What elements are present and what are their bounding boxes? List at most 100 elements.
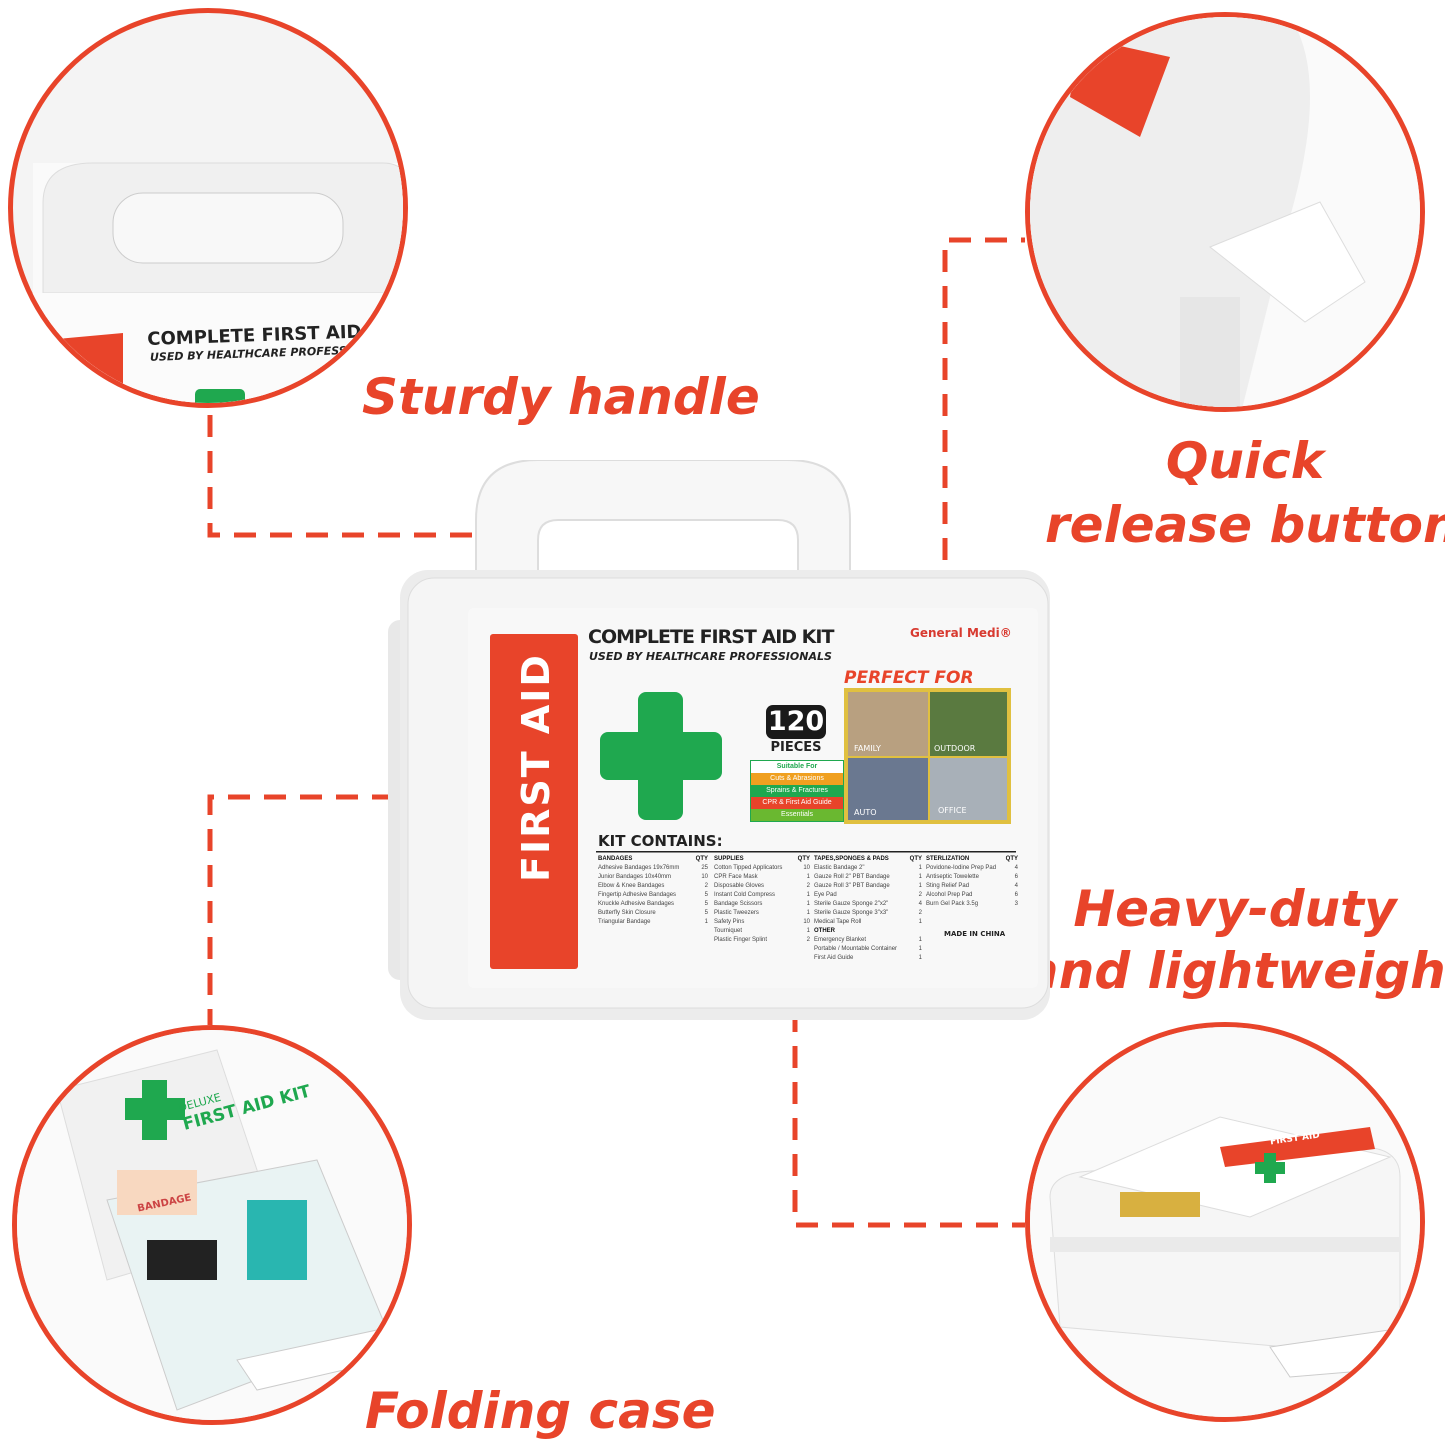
contents-item-qty: 2: [704, 883, 708, 889]
contents-item-name: Instant Cold Compress: [714, 892, 776, 898]
contents-item-qty: 1: [806, 910, 810, 916]
contents-item-qty: 2: [806, 883, 810, 889]
contents-item-name: Junior Bandages 10x40mm: [598, 874, 672, 880]
contents-row: Disposable Gloves 2: [714, 882, 810, 891]
contents-row: Adhesive Bandages 19x76mm 25: [598, 864, 708, 873]
contents-item-name: Sting Relief Pad: [926, 883, 970, 889]
contents-item-qty: 1: [918, 874, 922, 880]
contents-item-name: Gauze Roll 2" PBT Bandage: [814, 874, 890, 880]
contents-item-qty: 1: [918, 883, 922, 889]
contents-item-name: TAPES,SPONGES & PADS: [814, 856, 889, 862]
contents-item-name: Butterfly Skin Closure: [598, 910, 656, 916]
contents-item-qty: 2: [806, 937, 810, 943]
contents-item-name: Disposable Gloves: [714, 883, 765, 889]
caption-sturdy-handle: Sturdy handle: [362, 368, 760, 426]
suitable-heading: Suitable For: [776, 763, 818, 770]
contents-item-name: Adhesive Bandages 19x76mm: [598, 865, 680, 871]
contents-row: Sting Relief Pad 4: [926, 882, 1018, 891]
contents-item-name: Elastic Bandage 2": [814, 865, 865, 871]
kit-title: COMPLETE FIRST AID KIT: [588, 626, 834, 648]
contents-item-qty: 1: [918, 946, 922, 952]
contents-item-name: BANDAGES: [598, 856, 633, 862]
contents-column: TAPES,SPONGES & PADS QTY Elastic Bandage 2…: [814, 855, 922, 963]
contents-item-qty: 1: [918, 919, 922, 925]
contents-item-name: Safety Pins: [714, 919, 745, 925]
contents-item-name: Cotton Tipped Applicators: [714, 865, 783, 871]
contents-item-qty: 5: [704, 910, 708, 916]
photo-label-office: OFFICE: [938, 806, 967, 815]
contents-item-qty: QTY: [797, 856, 810, 862]
contents-row: Eye Pad 2: [814, 891, 922, 900]
contents-item-qty: 1: [806, 901, 810, 907]
contents-item-qty: 1: [806, 928, 810, 934]
contents-item-qty: 2: [918, 892, 922, 898]
contents-item-name: Burn Gel Pack 3.5g: [926, 901, 979, 907]
contents-item-name: Knuckle Adhesive Bandages: [598, 901, 675, 907]
contents-row: OTHER: [814, 927, 922, 936]
caption-heavy-2: and lightweight: [1025, 942, 1445, 1000]
contents-row: Gauze Roll 3" PBT Bandage 1: [814, 882, 922, 891]
contents-item-qty: 1: [918, 865, 922, 871]
made-in: MADE IN CHINA: [944, 930, 1006, 938]
side-label-first-aid: FIRST AID: [514, 653, 558, 882]
contents-item-qty: QTY: [909, 856, 922, 862]
contents-item-name: Fingertip Adhesive Bandages: [598, 892, 677, 898]
contents-item-name: SUPPLIES: [714, 856, 744, 862]
handle-closeup: COMPLETE FIRST AID KIT USED BY HEALTHCAR…: [8, 8, 408, 408]
contents-item-name: Portable / Mountable Container: [814, 946, 898, 952]
photo-label-outdoor: OUTDOOR: [934, 744, 976, 753]
contents-item-name: Tourniquet: [714, 928, 743, 934]
contents-row: Elastic Bandage 2" 1: [814, 864, 922, 873]
contents-row: Gauze Roll 2" PBT Bandage 1: [814, 873, 922, 882]
connector-folding: [207, 794, 430, 1025]
suitable-item: CPR & First Aid Guide: [751, 797, 843, 809]
contents-row: TAPES,SPONGES & PADS QTY: [814, 855, 922, 864]
kit-subtitle: USED BY HEALTHCARE PROFESSIONALS: [589, 650, 832, 663]
contents-item-name: Gauze Roll 3" PBT Bandage: [814, 883, 890, 889]
contents-item-name: STERLIZATION: [926, 856, 970, 862]
caption-release-2: release button: [1045, 496, 1445, 554]
contents-item-name: Medical Tape Roll: [814, 919, 862, 925]
contents-item-qty: QTY: [1005, 856, 1018, 862]
contents-row: Sterile Gauze Sponge 3"x3"2: [814, 909, 922, 918]
contents-item-qty: 2: [918, 910, 922, 916]
first-aid-kit: FIRST AID COMPLETE FIRST AID KIT USED BY…: [388, 460, 1053, 1030]
contents-item-name: Eye Pad: [814, 892, 837, 898]
contents-item-name: Alcohol Prep Pad: [926, 892, 973, 898]
contents-item-name: Triangular Bandage: [598, 919, 651, 925]
contents-item-qty: 25: [701, 865, 708, 871]
contents-row: Tourniquet 1: [714, 927, 810, 936]
connector-release: [942, 237, 1025, 560]
contents-row: Medical Tape Roll 1: [814, 918, 922, 927]
contents-item-qty: 1: [918, 937, 922, 943]
suitable-item: Cuts & Abrasions: [751, 773, 843, 785]
photo-label-family: FAMILY: [854, 744, 881, 753]
caption-folding-case: Folding case: [365, 1382, 716, 1440]
kit-contains-heading: KIT CONTAINS:: [598, 832, 723, 850]
contents-item-name: Antiseptic Towelette: [926, 874, 979, 880]
contents-item-name: First Aid Guide: [814, 955, 854, 961]
contents-row: Butterfly Skin Closure 5: [598, 909, 708, 918]
folding-case-closeup: DELUXE FIRST AID KIT BANDAGE: [12, 1025, 412, 1425]
perfect-for: PERFECT FOR: [844, 668, 974, 688]
contents-row: Knuckle Adhesive Bandages 5: [598, 900, 708, 909]
caption-release-1: Quick: [1165, 432, 1325, 490]
contents-item-qty: 5: [704, 901, 708, 907]
contents-item-qty: 4: [1014, 883, 1018, 889]
release-button-closeup: [1025, 12, 1425, 412]
